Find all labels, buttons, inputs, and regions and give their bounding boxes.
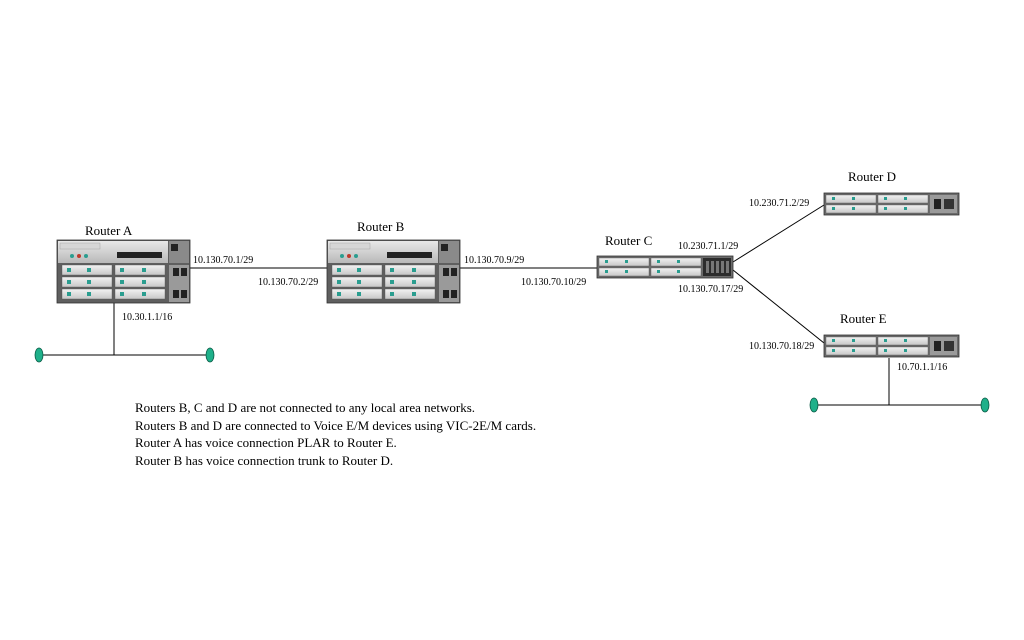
router-c-label: Router C	[605, 233, 652, 248]
lan-e-terminator-right	[980, 397, 990, 413]
ip-lan-e: 10.70.1.1/16	[897, 362, 947, 373]
router-b-label: Router B	[357, 219, 405, 234]
ip-a-ab: 10.130.70.1/29	[193, 255, 253, 266]
router-c-device[interactable]	[596, 255, 734, 279]
router-d-device[interactable]	[823, 192, 960, 216]
ip-b-bc: 10.130.70.9/29	[464, 255, 524, 266]
router-b-device[interactable]	[326, 239, 461, 304]
notes-block: Routers B, C and D are not connected to …	[135, 399, 536, 469]
lan-a-terminator-left	[34, 347, 44, 363]
ip-e-ce: 10.130.70.18/29	[749, 341, 814, 352]
router-d-label: Router D	[848, 169, 896, 184]
link-c-d	[732, 204, 825, 263]
link-c-e	[732, 269, 825, 344]
note-line: Routers B, C and D are not connected to …	[135, 400, 476, 415]
ip-c-ce: 10.130.70.17/29	[678, 284, 743, 295]
note-line: Router A has voice connection PLAR to Ro…	[135, 435, 397, 450]
ip-c-bc: 10.130.70.10/29	[521, 277, 586, 288]
ip-d-cd: 10.230.71.2/29	[749, 198, 809, 209]
lan-e	[809, 358, 990, 413]
note-line: Routers B and D are connected to Voice E…	[135, 417, 537, 433]
ip-lan-a: 10.30.1.1/16	[122, 312, 172, 323]
ip-c-cd: 10.230.71.1/29	[678, 241, 738, 252]
lan-a	[34, 303, 215, 363]
lan-a-terminator-right	[205, 347, 215, 363]
lan-e-terminator-left	[809, 397, 819, 413]
note-line: Router B has voice connection trunk to R…	[135, 452, 394, 468]
router-a-device[interactable]	[56, 239, 191, 304]
router-a-label: Router A	[85, 223, 133, 238]
ip-b-ab: 10.130.70.2/29	[258, 277, 318, 288]
router-e-label: Router E	[840, 311, 887, 326]
router-e-device[interactable]	[823, 334, 960, 358]
